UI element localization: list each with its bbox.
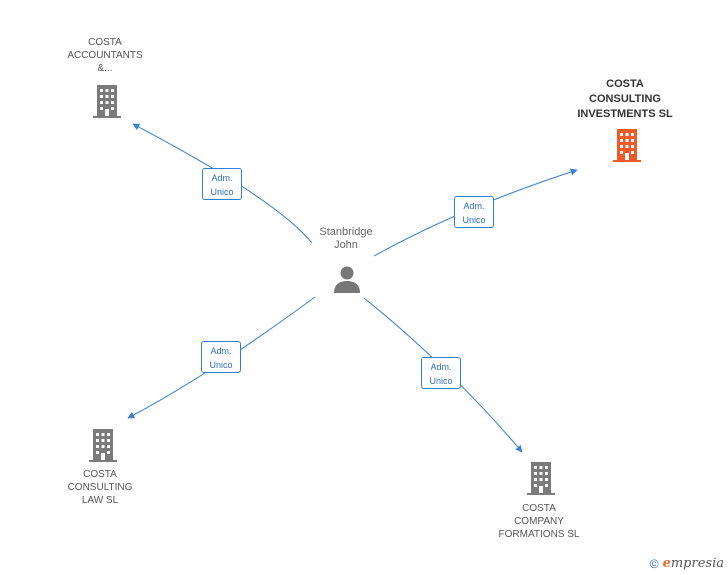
company-label-costa-consulting-investments[interactable]: COSTA CONSULTING INVESTMENTS SL (577, 78, 673, 120)
edge-role: Adm. (463, 201, 485, 211)
company-label-costa-accountants[interactable]: COSTA ACCOUNTANTS &... (67, 37, 143, 74)
edge-role-detail: Unico (209, 360, 233, 370)
company-label-costa-consulting-law[interactable]: COSTA CONSULTING LAW SL (67, 469, 133, 506)
edge-role-detail: Unico (462, 215, 486, 225)
edge-label-costa-company-formations[interactable]: Adm. Unico (421, 357, 461, 389)
edge-label-costa-consulting-investments[interactable]: Adm. Unico (454, 196, 494, 228)
edge-label-costa-accountants[interactable]: Adm. Unico (202, 168, 242, 200)
edge-role-detail: Unico (210, 187, 234, 197)
edge-label-costa-consulting-law[interactable]: Adm. Unico (201, 341, 241, 373)
company-label-costa-company-formations[interactable]: COSTA COMPANY FORMATIONS SL (498, 503, 580, 540)
brand-logo: empresia (662, 556, 724, 571)
building-icon[interactable] (611, 127, 643, 163)
edge-role: Adm. (211, 173, 233, 183)
building-icon[interactable] (525, 460, 557, 496)
edge-to-costa-accountants (132, 123, 313, 244)
copyright-symbol: © (649, 556, 659, 571)
brand-footer: © empresia (650, 556, 724, 571)
edge-role-detail: Unico (429, 376, 453, 386)
building-icon[interactable] (87, 427, 119, 463)
building-icon[interactable] (91, 83, 123, 119)
person-name[interactable]: Stanbridge John (319, 226, 373, 251)
edge-role: Adm. (210, 346, 232, 356)
person-icon[interactable] (332, 264, 362, 294)
edge-role: Adm. (430, 362, 452, 372)
